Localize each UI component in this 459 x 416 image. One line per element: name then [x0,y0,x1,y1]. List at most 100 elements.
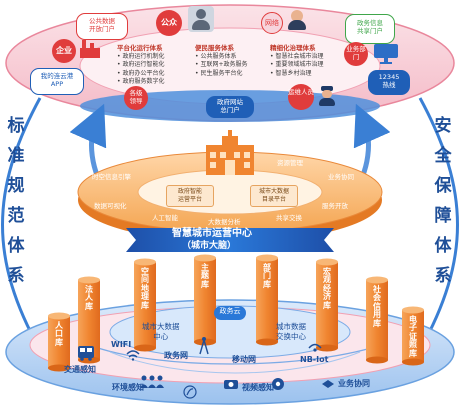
library-pillar-base [366,356,388,364]
security-system-label: 安全保障体系 [432,118,454,298]
gov-cloud-label: 政务云 [214,306,246,320]
library-label: 主题库 [201,263,209,289]
city-data-center-label: 城市大数据 中心 [142,322,180,341]
library-pillar-cap [134,258,156,266]
video-sensing-label: 视频感知 [242,383,274,392]
customer-service-icon [287,8,307,30]
side-char: 标 [7,116,25,136]
ops-staff-badge: 运维人员 [288,84,314,110]
library-label: 宏观经济库 [323,267,331,310]
factory-icon [80,40,100,58]
city-data-exchange-label: 城市数据 交换中心 [276,322,306,341]
library-pillar-cap [256,254,278,262]
library-pillar-cap [78,276,100,284]
network-curve-1 [91,345,379,365]
side-char: 障 [434,206,452,226]
people-icon [140,375,164,388]
library-pillars [48,254,424,372]
building-icon [206,130,254,175]
library-label: 社会信用库 [373,285,381,328]
wifi-label: WIFI [111,340,132,349]
convenience-service-block: 便民服务体系 • 公共服务体系• 互联网+政务服务• 民生服务平台化 [195,44,263,78]
nbiot-label: NB-Iot [300,355,329,364]
side-char: 准 [7,146,25,166]
business-collab-label: 业务协同 [338,379,370,388]
platform-ops-item: • 政府运行智能化 [117,61,165,69]
convenience-service-item: • 民生服务平台化 [195,69,243,77]
library-label: 人口库 [55,321,63,347]
all-levels-leaders-badge: 各级 领导 [124,86,148,110]
side-char: 规 [7,176,25,196]
library-pillar-cap [316,258,338,266]
bus-icon [78,346,94,361]
library-pillar [134,262,156,348]
convenience-service-title: 便民服务体系 [195,44,234,52]
center-label-ai: 人工智能 [152,214,178,222]
platform-ops-title: 平台化运行体系 [117,44,163,52]
hotline-12345[interactable]: 12345 热线 [368,70,410,95]
center-label-spatial-engine: 时空信息引擎 [92,173,131,181]
fine-governance-item: • 智慧乡村治理 [270,69,312,77]
fine-governance-item: • 重要领域城市治理 [270,61,324,69]
library-pillar [194,258,216,342]
library-pillar [48,316,70,368]
right-arc [418,97,459,351]
gov-website-portal[interactable]: 政府网站 总门户 [206,96,254,118]
business-dept-badge: 业务部门 [344,42,368,66]
gov-smart-ops-platform[interactable]: 政府智能 运营平台 [166,185,214,207]
fine-governance-item: • 智慧社会城市治理 [270,53,324,61]
side-char: 系 [7,266,25,286]
platform-ops-item: • 政府办公平台化 [117,69,165,77]
library-pillar [256,258,278,342]
center-label-business-collab: 业务协同 [328,173,354,181]
network-curve-2 [109,351,361,374]
library-pillar-base [402,358,424,366]
center-label-big-data-analysis: 大数据分析 [208,218,241,226]
library-pillar-cap [194,254,216,262]
center-subtitle: （城市大脑） [182,241,237,251]
public-badge: 公众 [156,10,182,36]
side-char: 全 [434,146,452,166]
camera-icon [224,380,238,389]
side-char: 保 [434,176,452,196]
library-pillar-cap [366,276,388,284]
library-pillar-cap [402,306,424,314]
handshake-icon [322,380,334,388]
fine-governance-block: 精细化治理体系 • 智慧社会城市治理• 重要领域城市治理• 智慧乡村治理 [270,44,344,78]
center-label-resource-mgmt: 资源管理 [277,159,303,167]
side-char: 范 [7,206,25,226]
center-banner [126,228,334,252]
mobile-network-label: 移动网 [232,355,256,364]
gear-icon [272,378,284,390]
fine-governance-title: 精细化治理体系 [270,44,316,52]
gov-info-share-portal[interactable]: 政务信息 共享门户 [345,14,395,44]
library-pillar-base [134,344,156,352]
platform-ops-block: 平台化运行体系 • 政府运行机制化• 政府运行智能化• 政府办公平台化• 政府服… [117,44,187,87]
library-pillar [366,280,388,360]
library-label: 法人库 [85,285,93,311]
library-pillar-base [256,338,278,346]
leaf-icon [183,385,197,399]
signal-icon [308,343,322,352]
city-data-catalog-platform[interactable]: 城市大数据 目录平台 [250,185,298,207]
wifi-icon [126,350,140,361]
convenience-service-item: • 互联网+政务服务 [195,61,248,69]
library-pillar [316,262,338,348]
user-avatar-icon [188,6,214,32]
library-pillar [78,280,100,360]
monitor-icon [374,44,398,64]
network-badge: 网络 [261,12,283,34]
center-title: 智慧城市运营中心 [172,228,252,239]
gov-network-label: 政务网 [164,351,188,360]
traffic-sensing-label: 交通感知 [64,365,96,374]
my-city-app[interactable]: 我的连云港 APP [30,68,84,95]
public-data-portal[interactable]: 公共数据 开放门户 [76,13,128,40]
platform-ops-item: • 政府运行机制化 [117,53,165,61]
platform-ops-item: • 政府服务数字化 [117,78,165,86]
library-pillar-base [316,344,338,352]
side-char: 系 [434,266,452,286]
library-pillar [402,310,424,362]
library-label: 空间地理库 [141,267,149,310]
side-char: 安 [434,116,452,136]
